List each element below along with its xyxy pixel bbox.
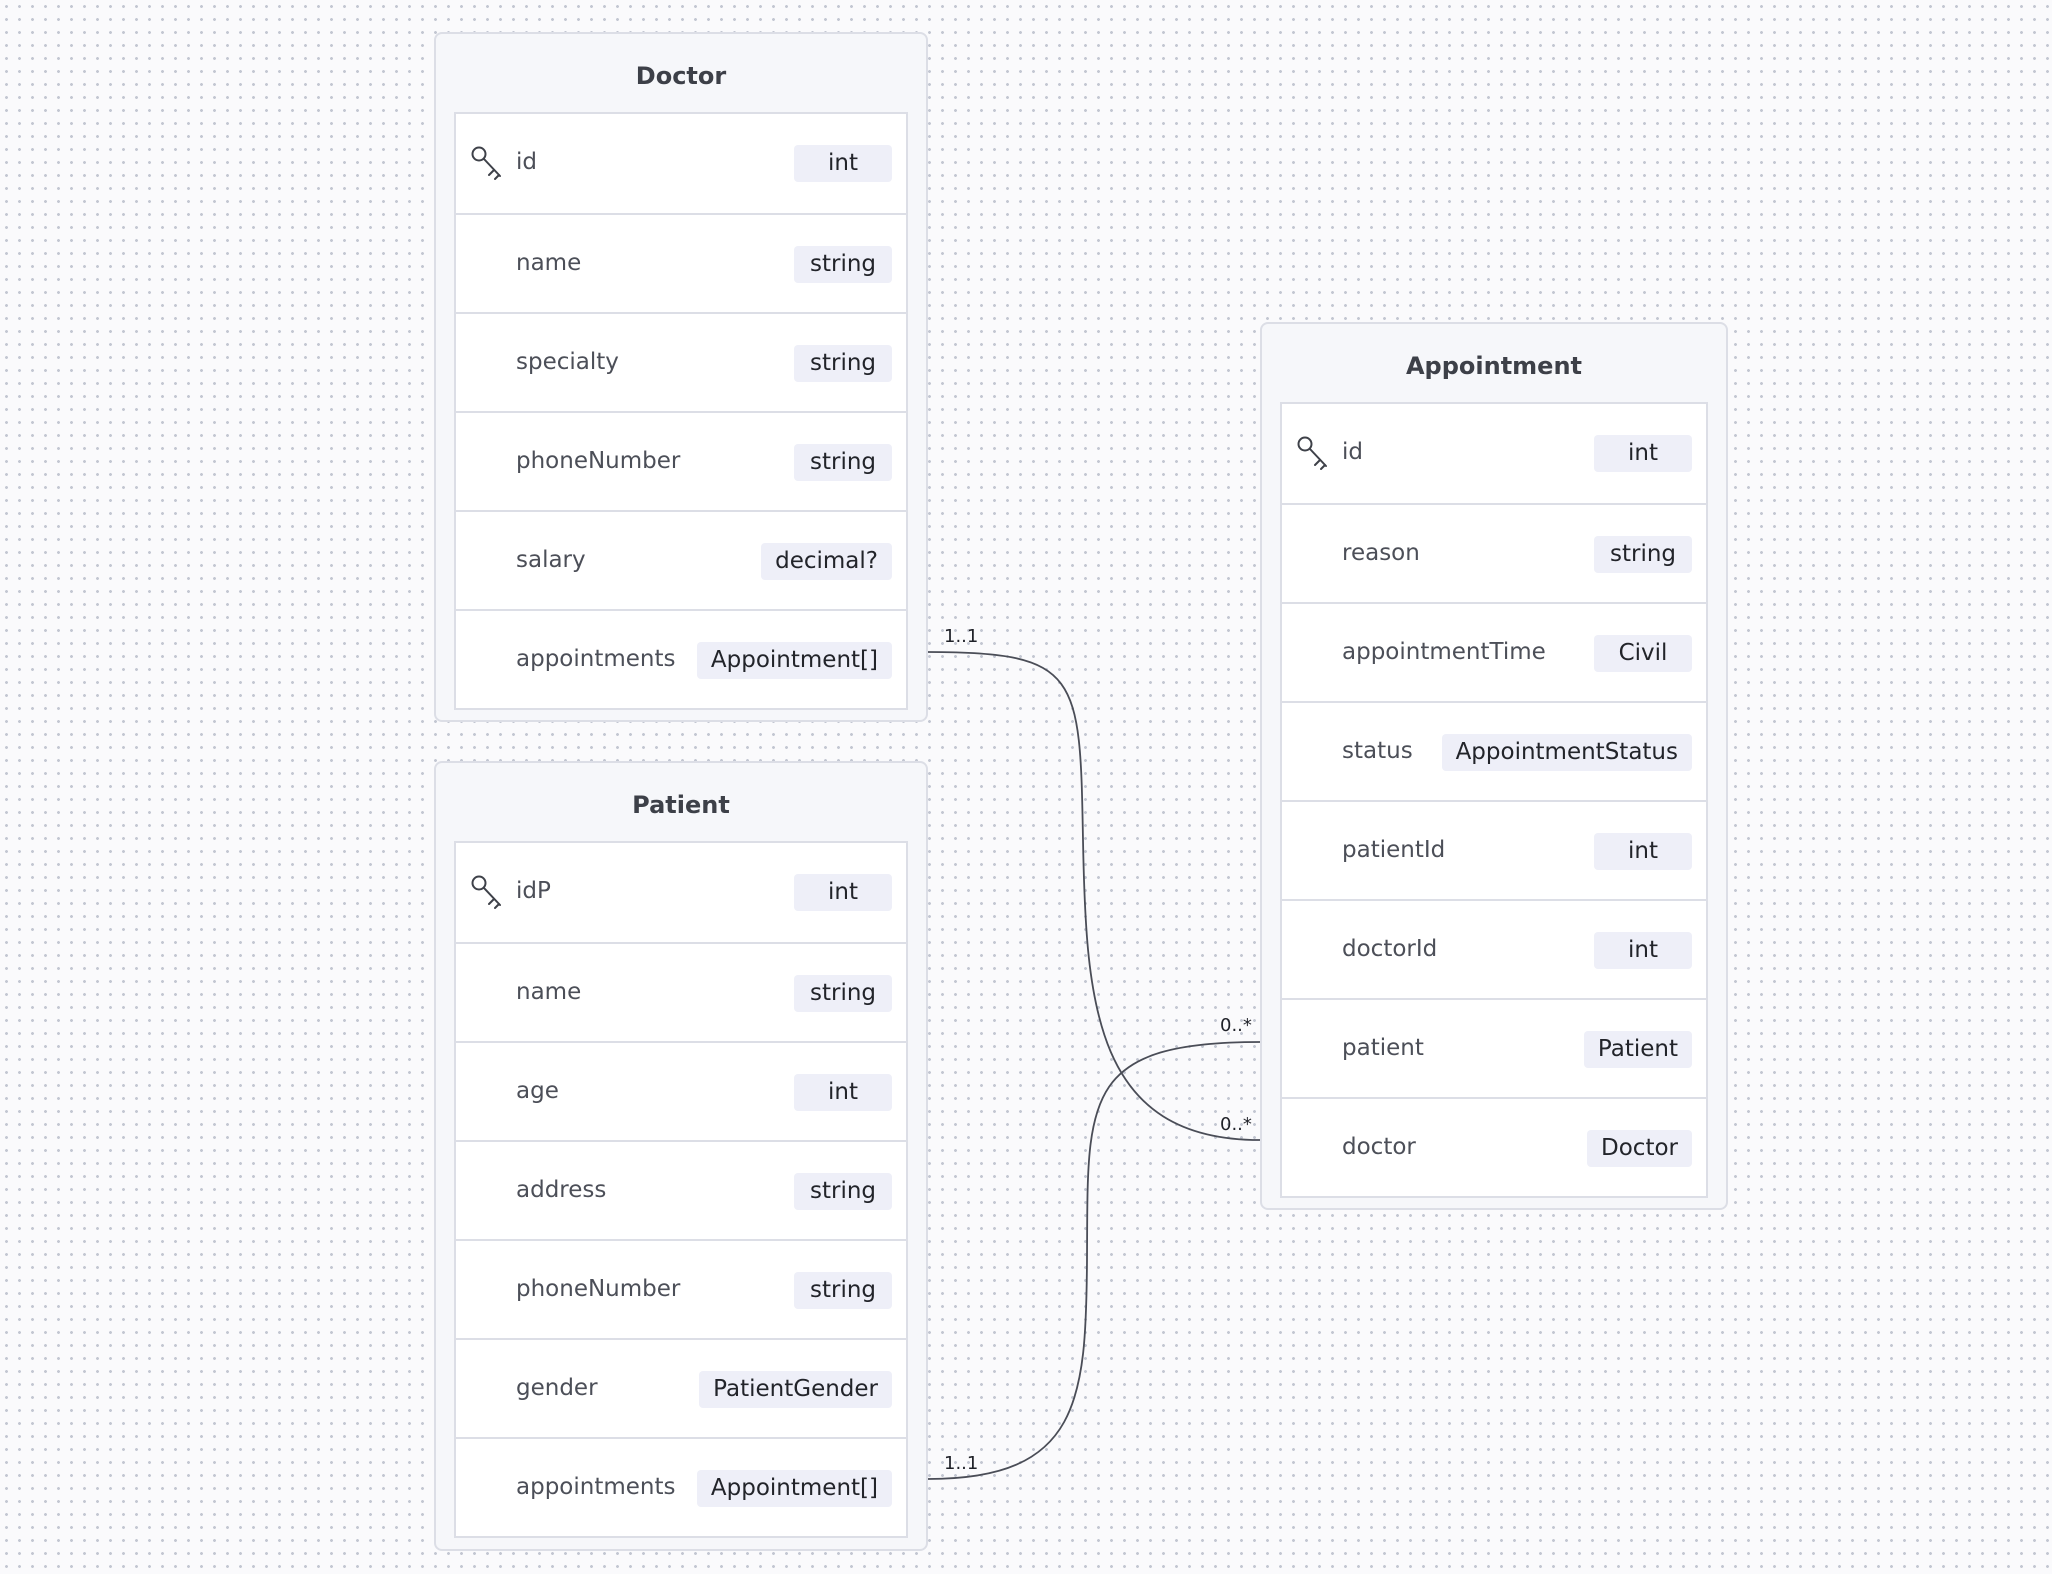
field-name: phoneNumber (516, 1276, 681, 1302)
field-type-badge: Doctor (1587, 1130, 1692, 1167)
field-row-idp[interactable]: idP int (456, 843, 906, 942)
field-row-specialty[interactable]: specialty string (456, 312, 906, 411)
field-name: phoneNumber (516, 448, 681, 474)
field-row-name[interactable]: name string (456, 942, 906, 1041)
relation-label-patient-one: 1..1 (944, 1453, 978, 1474)
field-name: patient (1342, 1035, 1424, 1061)
field-type-badge: string (794, 345, 892, 382)
key-icon (471, 875, 501, 909)
field-name: appointmentTime (1342, 639, 1546, 665)
connector-patient-appointment[interactable] (927, 1041, 1261, 1480)
field-name: name (516, 979, 582, 1005)
field-type-badge: decimal? (761, 543, 892, 580)
field-type-badge: int (1594, 435, 1692, 472)
entity-appointment[interactable]: Appointment id int reason string appointment… (1260, 322, 1728, 1210)
field-row-gender[interactable]: gender PatientGender (456, 1338, 906, 1437)
field-name: doctor (1342, 1134, 1416, 1160)
field-name: id (516, 149, 537, 175)
field-row-id[interactable]: id int (456, 114, 906, 213)
field-list: id int reason string appointmentTime Civil sta… (1280, 402, 1708, 1198)
field-type-badge: PatientGender (699, 1371, 892, 1408)
field-type-badge: int (794, 1074, 892, 1111)
field-name: gender (516, 1375, 598, 1401)
field-type-badge: Patient (1583, 1031, 1692, 1068)
key-icon (471, 146, 501, 180)
key-icon (1297, 436, 1327, 470)
field-row-name[interactable]: name string (456, 213, 906, 312)
field-name: address (516, 1177, 607, 1203)
field-name: doctorId (1342, 936, 1438, 962)
relation-label-appointment-patient-many: 0..* (1220, 1015, 1252, 1036)
field-type-badge: string (794, 246, 892, 283)
field-type-badge: string (794, 1173, 892, 1210)
field-name: appointments (516, 1474, 676, 1500)
field-type-badge: string (794, 975, 892, 1012)
field-type-badge: string (794, 1272, 892, 1309)
field-type-badge: Appointment[] (696, 1470, 892, 1507)
field-row-doctor[interactable]: doctor Doctor (1282, 1097, 1706, 1196)
field-row-id[interactable]: id int (1282, 404, 1706, 503)
field-row-patientid[interactable]: patientId int (1282, 800, 1706, 899)
field-name: status (1342, 738, 1413, 764)
field-type-badge: int (794, 145, 892, 182)
field-row-appointments[interactable]: appointments Appointment[] (456, 1437, 906, 1536)
field-type-badge: int (794, 874, 892, 911)
field-type-badge: int (1594, 932, 1692, 969)
field-row-phonenumber[interactable]: phoneNumber string (456, 1239, 906, 1338)
field-row-appointmenttime[interactable]: appointmentTime Civil (1282, 602, 1706, 701)
field-name: name (516, 250, 582, 276)
field-row-age[interactable]: age int (456, 1041, 906, 1140)
field-type-badge: Civil (1594, 635, 1692, 672)
connector-doctor-appointment[interactable] (927, 651, 1261, 1141)
field-name: id (1342, 439, 1363, 465)
field-name: specialty (516, 349, 619, 375)
field-type-badge: Appointment[] (696, 642, 892, 679)
entity-title: Appointment (1405, 352, 1583, 380)
field-name: idP (516, 878, 551, 904)
field-row-salary[interactable]: salary decimal? (456, 510, 906, 609)
field-type-badge: string (1594, 536, 1692, 573)
field-name: patientId (1342, 837, 1446, 863)
field-type-badge: int (1594, 833, 1692, 870)
entity-title: Doctor (635, 62, 727, 90)
field-row-patient[interactable]: patient Patient (1282, 998, 1706, 1097)
field-name: reason (1342, 540, 1420, 566)
field-name: salary (516, 547, 586, 573)
relation-label-doctor-one: 1..1 (944, 626, 978, 647)
entity-title: Patient (632, 791, 730, 819)
field-row-reason[interactable]: reason string (1282, 503, 1706, 602)
field-name: appointments (516, 646, 676, 672)
field-row-address[interactable]: address string (456, 1140, 906, 1239)
field-type-badge: AppointmentStatus (1441, 734, 1692, 771)
field-row-doctorid[interactable]: doctorId int (1282, 899, 1706, 998)
field-row-phonenumber[interactable]: phoneNumber string (456, 411, 906, 510)
field-type-badge: string (794, 444, 892, 481)
field-row-appointments[interactable]: appointments Appointment[] (456, 609, 906, 708)
relation-label-appointment-doctor-many: 0..* (1220, 1114, 1252, 1135)
field-row-status[interactable]: status AppointmentStatus (1282, 701, 1706, 800)
field-name: age (516, 1078, 559, 1104)
entity-patient[interactable]: Patient idP int name string age int address str… (434, 761, 928, 1551)
